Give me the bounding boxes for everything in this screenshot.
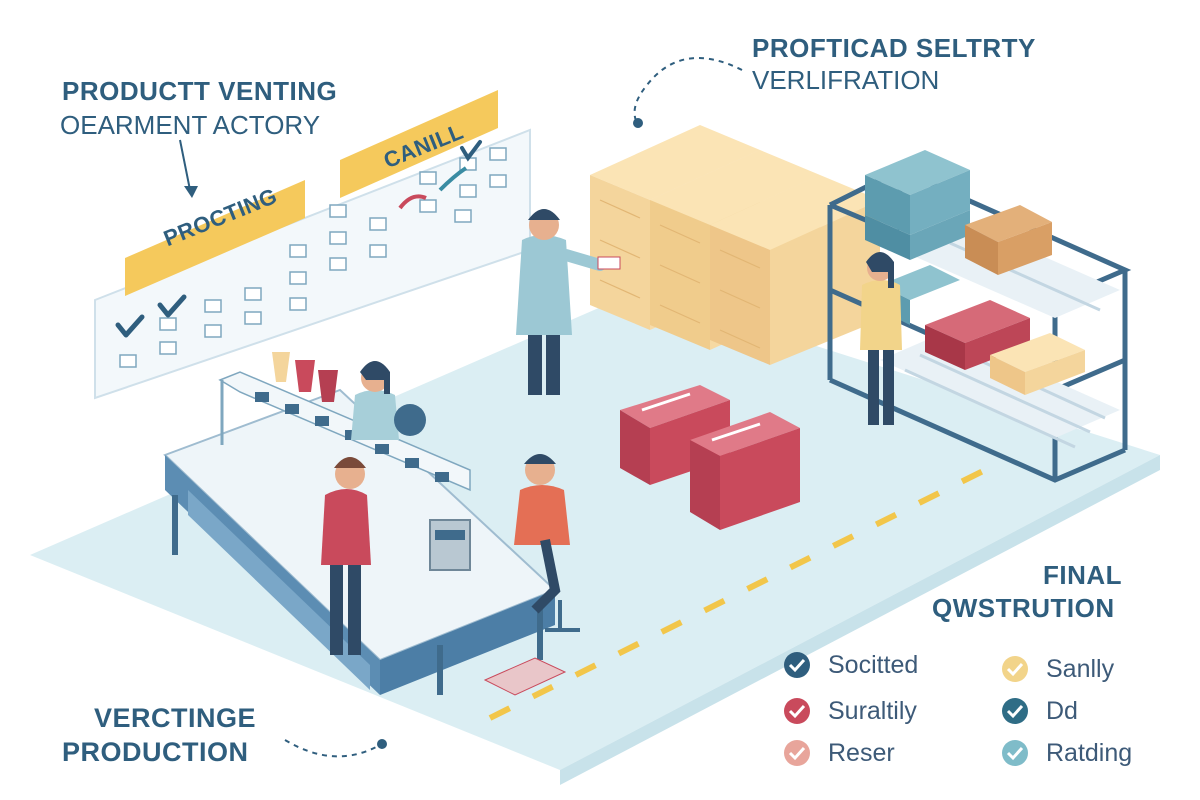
floor-shadow	[560, 455, 1160, 785]
connector-dashed	[284, 739, 381, 758]
tag-canill	[340, 90, 498, 198]
check-circle-icon	[1002, 698, 1028, 724]
board-arrow-icon	[398, 194, 427, 210]
worker-seated	[351, 361, 426, 440]
legend-item: Sanlly	[1000, 654, 1114, 684]
bottom-left-line2: PRODUCTION	[62, 737, 249, 767]
teal-box-stack	[865, 150, 970, 325]
connector-line	[179, 139, 191, 191]
legend-label: Reser	[828, 738, 895, 767]
legend-label: Socitted	[828, 650, 919, 679]
bottom-right-line1: FINAL	[1043, 560, 1123, 590]
bottom-left-line1: VERCTINGE	[94, 703, 257, 733]
red-floor-boxes	[620, 385, 800, 530]
legend-item: Reser	[782, 738, 895, 768]
thread-spool	[272, 352, 290, 382]
red-shelf-boxes	[925, 300, 1085, 395]
board-arrow-icon	[438, 166, 468, 192]
legend-label: Dd	[1046, 696, 1078, 725]
worker-seated-technician	[514, 454, 580, 632]
check-circle-icon	[784, 652, 810, 678]
check-circle-icon	[784, 698, 810, 724]
legend-label: Sanlly	[1046, 654, 1115, 683]
checklist-board	[94, 128, 531, 400]
legend-item: Ratding	[1000, 738, 1132, 768]
board-check-icon	[460, 140, 482, 162]
check-circle-icon	[784, 740, 810, 766]
bottom-right-line2: QWSTRUTION	[932, 593, 1115, 623]
tan-box-stack	[590, 125, 880, 365]
legend-item: Socitted	[782, 650, 918, 680]
status-legend: Socitted Suraltily Reser Sanlly Dd Ratdi…	[782, 650, 1162, 780]
worker-shelf	[860, 252, 902, 425]
fabric-sample	[483, 657, 567, 696]
board-check-icon	[115, 314, 145, 338]
thread-spool	[318, 370, 338, 402]
check-circle-icon	[1002, 740, 1028, 766]
connector-dot	[377, 739, 387, 749]
top-left-title: PRODUCTT VENTING	[62, 76, 338, 106]
inspection-desk	[163, 352, 567, 696]
worker-inspector-standing	[516, 209, 621, 395]
check-circle-icon	[1002, 656, 1028, 682]
top-right-subtitle: VERLIFRATION	[752, 65, 940, 95]
scanner-machine	[429, 519, 471, 571]
tag-procting	[125, 180, 305, 296]
connector-dot	[633, 118, 643, 128]
cardboard-box	[965, 205, 1052, 275]
top-right-title: PROFTICAD SELTRTY	[752, 33, 1036, 63]
board-check-icon	[157, 294, 187, 318]
legend-item: Suraltily	[782, 696, 917, 726]
legend-label: Suraltily	[828, 696, 917, 725]
legend-label: Ratding	[1046, 738, 1133, 767]
arrow-head-icon	[184, 186, 198, 198]
legend-item: Dd	[1000, 696, 1078, 726]
connector-dashed	[633, 57, 743, 124]
thread-spool	[295, 360, 315, 392]
top-left-subtitle: OEARMENT ACTORY	[60, 110, 321, 140]
worker-desk-front	[321, 457, 371, 655]
